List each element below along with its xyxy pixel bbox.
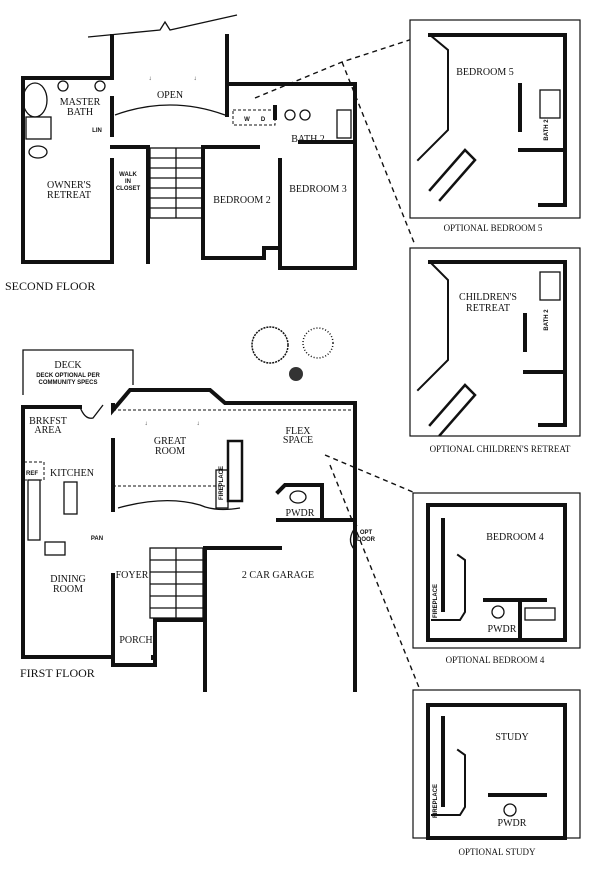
option-room-label: BEDROOM 5 [456, 67, 514, 78]
option-caption: OPTIONAL BEDROOM 5 [444, 223, 543, 233]
room-flex-space: FLEX [286, 426, 312, 437]
down-arrow-icon: ↓ [145, 421, 148, 427]
option-bath-label: PWDR [498, 818, 527, 829]
room-master-bath: MASTER [60, 97, 101, 108]
option-room-label: BEDROOM 4 [486, 532, 544, 543]
option-bath-label: BATH 2 [544, 309, 550, 331]
second-floor-title: SECOND FLOOR [5, 279, 95, 293]
refrigerator-label: REF [26, 471, 38, 477]
option-caption: OPTIONAL CHILDREN'S RETREAT [430, 444, 571, 454]
room-walk-in-closet: WALK [119, 172, 137, 178]
dryer-label: D [261, 117, 266, 123]
room-bedroom-2: BEDROOM 2 [213, 195, 271, 206]
closet-line2: IN [125, 179, 131, 185]
room-kitchen: KITCHEN [50, 468, 94, 479]
open-break-line [87, 14, 238, 38]
room-bath-2: BATH 2 [291, 134, 325, 145]
option-bath-label: PWDR [488, 624, 517, 635]
cooktop [44, 541, 66, 556]
room-powder: PWDR [286, 508, 315, 519]
second-floor-plan: W D OPEN ↓ ↓ MASTER BATH LIN OWNER'S RET… [5, 14, 357, 293]
room-great-room: GREAT [154, 436, 186, 447]
room-open: OPEN [157, 90, 183, 101]
flex-line2: SPACE [283, 435, 313, 446]
trees [251, 326, 334, 381]
option-room-label: CHILDREN'S [459, 292, 517, 303]
room-master-bath-line2: BATH [67, 107, 93, 118]
option-study: FIREPLACE STUDY PWDR OPTIONAL STUDY [412, 689, 581, 857]
option-childrens-retreat: CHILDREN'S RETREAT BATH 2 OPTIONAL CHILD… [409, 247, 581, 454]
first-floor-title: FIRST FLOOR [20, 666, 95, 680]
dining-line2: ROOM [53, 584, 83, 595]
first-floor-plan: FIREPLACE REF PAN DECK DECK OPTIONAL PER… [20, 326, 376, 692]
open-railing [114, 104, 226, 116]
great-room-line2: ROOM [155, 446, 185, 457]
washer-label: W [244, 117, 250, 123]
option-room-label-line2: RETREAT [466, 303, 510, 314]
breakfast-line2: AREA [34, 425, 62, 436]
option-caption: OPTIONAL BEDROOM 4 [446, 655, 545, 665]
closet-line3: CLOSET [116, 186, 141, 192]
kitchen-island [63, 481, 78, 515]
option-room-label: STUDY [495, 732, 528, 743]
room-breakfast-area: BRKFST [29, 416, 67, 427]
room-foyer: FOYER [116, 570, 149, 581]
room-garage: 2 CAR GARAGE [242, 570, 314, 581]
fireplace-label: FIREPLACE [433, 584, 439, 618]
room-porch: PORCH [119, 635, 152, 646]
room-owners-retreat-line2: RETREAT [47, 190, 91, 201]
deck [22, 349, 134, 395]
down-arrow-icon: ↓ [194, 76, 197, 82]
opt-door-line2: DOOR [357, 537, 376, 543]
option-bedroom-4: FIREPLACE BEDROOM 4 PWDR OPTIONAL BEDROO… [412, 492, 581, 665]
down-arrow-icon: ↓ [149, 76, 152, 82]
room-dining: DINING [50, 574, 86, 585]
linen-label: LIN [92, 128, 102, 134]
down-arrow-icon: ↓ [197, 421, 200, 427]
fireplace-label: FIREPLACE [219, 466, 225, 500]
option-bath-label: BATH 2 [544, 119, 550, 141]
leader-line [329, 464, 421, 691]
fireplace-label: FIREPLACE [433, 784, 439, 818]
option-caption: OPTIONAL STUDY [459, 847, 536, 857]
pantry-label: PAN [91, 536, 103, 542]
room-owners-retreat: OWNER'S [47, 180, 91, 191]
deck-note: DECK OPTIONAL PER [36, 373, 100, 379]
deck-note-line2: COMMUNITY SPECS [39, 380, 98, 386]
option-bedroom-5: BEDROOM 5 BATH 2 OPTIONAL BEDROOM 5 [409, 19, 581, 233]
door-swing [79, 404, 104, 419]
leader-line [324, 454, 421, 496]
room-deck: DECK [54, 360, 82, 371]
room-bedroom-3: BEDROOM 3 [289, 184, 347, 195]
leader-line [341, 61, 416, 246]
opt-door-label: OPT [360, 530, 373, 536]
